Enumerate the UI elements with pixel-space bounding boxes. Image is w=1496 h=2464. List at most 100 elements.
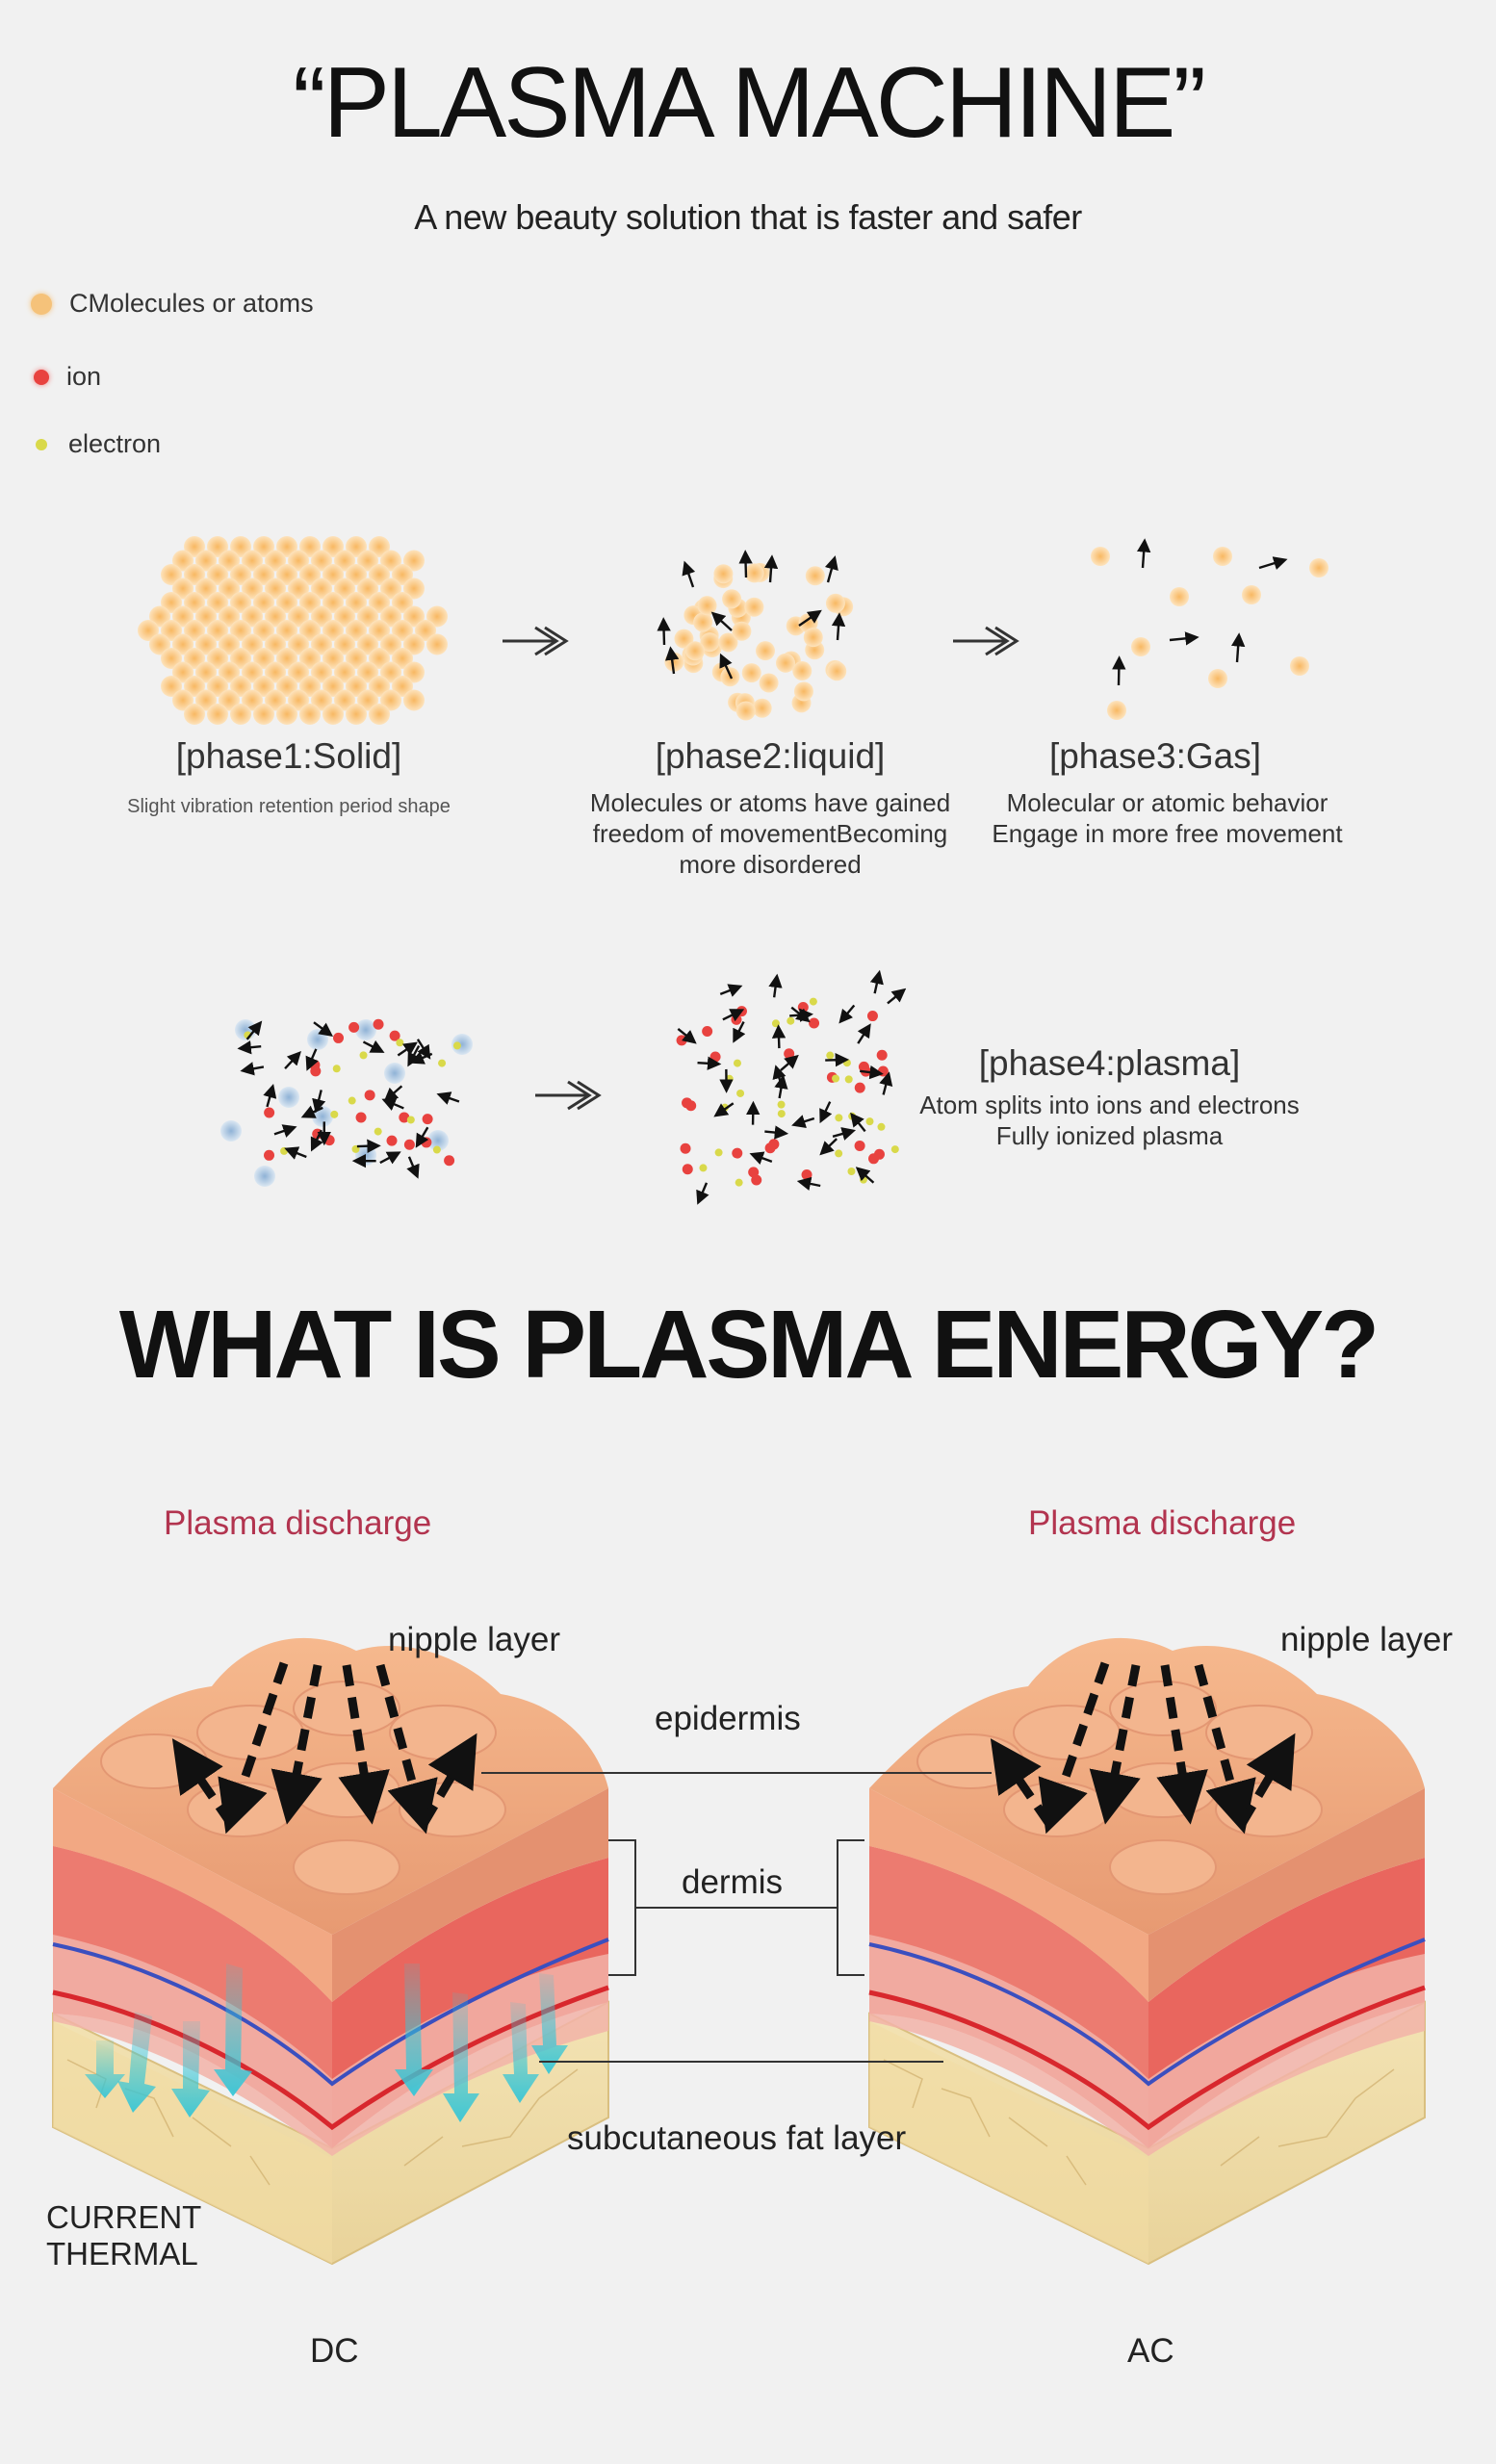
current-arrows	[85, 1964, 568, 2122]
motion-arrow-icon	[771, 1024, 787, 1049]
electron-particle	[332, 1065, 341, 1073]
molecule-particle	[426, 605, 448, 628]
molecule-particle	[322, 564, 344, 585]
molecule-particle	[219, 605, 240, 628]
molecule-particle	[1091, 547, 1110, 566]
molecule-particle	[207, 564, 228, 585]
ion-particle	[702, 1025, 713, 1037]
motion-arrow-icon	[857, 1023, 871, 1044]
molecule-particle	[752, 698, 772, 718]
plasma-discharge-label-right: Plasma discharge	[1028, 1504, 1297, 1542]
molecule-particle	[299, 648, 321, 669]
motion-arrow-icon	[312, 1090, 326, 1114]
molecule-particle	[265, 605, 286, 628]
molecule-particle	[403, 661, 425, 683]
section-title: WHAT IS PLASMA ENERGY?	[118, 1291, 1380, 1399]
ion-particle	[685, 1100, 697, 1112]
molecule-particle	[392, 676, 413, 697]
molecule-particle	[334, 550, 355, 572]
motion-arrow-icon	[240, 1062, 265, 1076]
molecule-particle	[207, 536, 228, 557]
molecule-particle	[219, 550, 240, 572]
molecule-particle	[161, 620, 182, 641]
molecule-particle	[230, 620, 251, 641]
motion-arrow-icon	[798, 609, 822, 627]
molecule-particle	[253, 592, 274, 613]
molecule-particle	[825, 593, 845, 613]
molecule-particle	[161, 676, 182, 697]
motion-arrow-icon	[796, 1176, 821, 1191]
motion-arrow-icon	[763, 554, 779, 583]
molecule-particle	[685, 641, 706, 661]
legend-item-ion: ion	[31, 362, 101, 392]
electron-particle	[330, 1110, 339, 1118]
molecule-particle	[172, 661, 193, 683]
phase3-gas-illustration	[1091, 538, 1328, 720]
motion-arrow-icon	[664, 646, 680, 675]
molecule-particle	[718, 632, 738, 653]
motion-arrow-icon	[879, 1071, 893, 1095]
ion-particle	[399, 1112, 410, 1123]
molecule-particle	[775, 653, 795, 673]
transition-arrow-icon	[503, 626, 569, 656]
molecule-particle	[276, 676, 297, 697]
molecule-particle	[195, 605, 217, 628]
ion-particle	[348, 1021, 360, 1033]
electron-particle	[432, 1145, 441, 1154]
molecule-particle	[299, 676, 321, 697]
molecule-particle	[392, 648, 413, 669]
ion-particle	[254, 1166, 275, 1187]
molecule-particle	[242, 633, 263, 655]
molecule-particle	[346, 704, 367, 725]
ion-particle	[680, 1142, 691, 1154]
ion-particle	[403, 1139, 415, 1150]
molecule-particle	[195, 633, 217, 655]
molecule-particle	[369, 592, 390, 613]
molecule-particle	[230, 648, 251, 669]
motion-arrow-icon	[824, 555, 838, 583]
motion-arrow-icon	[1136, 538, 1151, 569]
molecule-particle	[253, 676, 274, 697]
molecule-particle	[242, 689, 263, 711]
molecule-particle	[369, 648, 390, 669]
molecule-particle	[288, 605, 309, 628]
molecule-particle	[265, 578, 286, 600]
molecule-particle	[184, 648, 205, 669]
ion-particle	[220, 1120, 242, 1142]
molecule-particle	[184, 620, 205, 641]
molecule-particle	[149, 633, 170, 655]
molecule-particle	[219, 689, 240, 711]
legend-label: ion	[66, 362, 102, 391]
molecule-particle	[311, 578, 332, 600]
molecule-particle	[172, 550, 193, 572]
motion-arrow-icon	[850, 1112, 866, 1133]
motion-arrow-icon	[733, 1021, 746, 1043]
molecule-particle	[369, 676, 390, 697]
molecule-particle	[346, 676, 367, 697]
electron-dot-icon	[36, 438, 47, 450]
ion-particle	[854, 1140, 865, 1151]
molecule-particle	[759, 673, 779, 693]
molecule-particle	[403, 550, 425, 572]
electron-particle	[877, 1122, 886, 1131]
molecule-particle	[311, 661, 332, 683]
molecule-particle	[172, 578, 193, 600]
electron-particle	[787, 1016, 795, 1025]
molecule-particle	[253, 620, 274, 641]
molecule-particle	[403, 689, 425, 711]
molecule-particle	[369, 704, 390, 725]
electron-particle	[826, 1051, 835, 1060]
ion-particle	[355, 1019, 376, 1040]
molecule-particle	[713, 564, 734, 584]
molecule-particle	[346, 620, 367, 641]
molecule-particle	[334, 633, 355, 655]
phase1-solid-illustration	[138, 536, 448, 725]
molecule-particle	[242, 550, 263, 572]
molecule-particle	[253, 648, 274, 669]
motion-arrow-icon	[768, 973, 783, 998]
molecule-particle	[700, 632, 720, 653]
molecule-particle	[792, 661, 812, 681]
molecule-particle	[369, 564, 390, 585]
